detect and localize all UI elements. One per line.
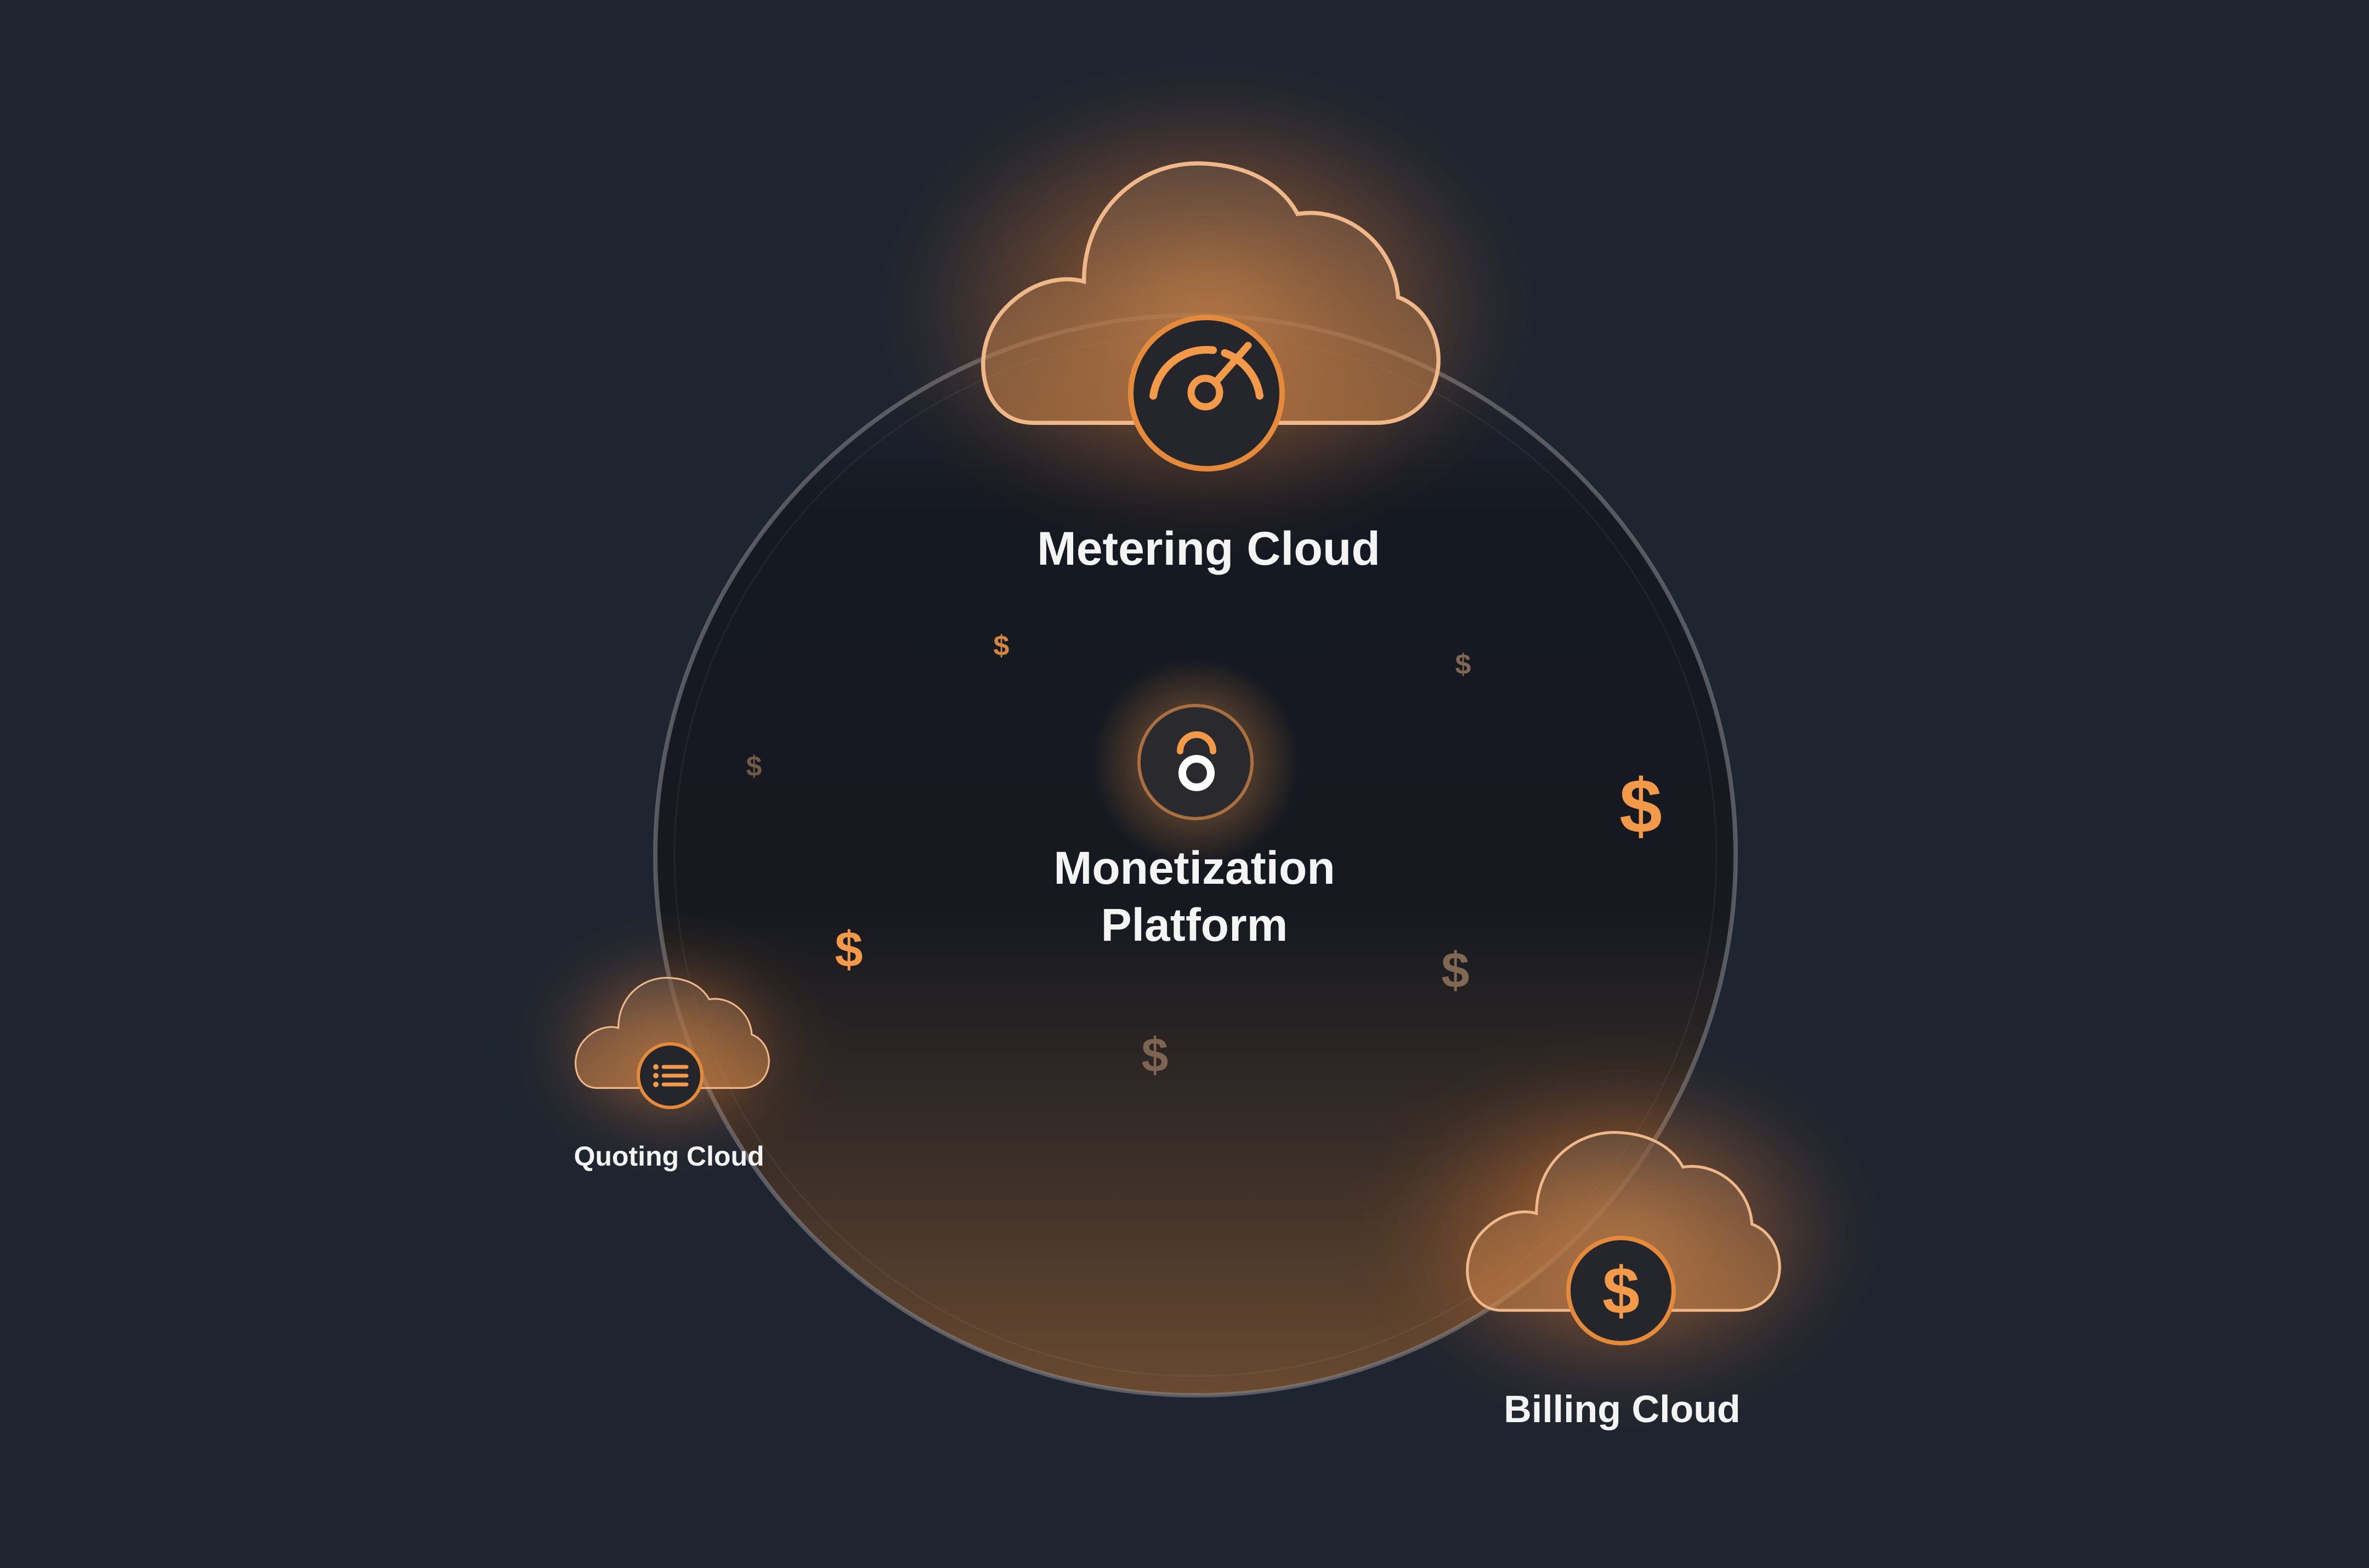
center-label-line1: Monetization	[1053, 842, 1335, 894]
quoting-cloud[interactable]: Quoting Cloud	[544, 953, 796, 1172]
monetization-platform-node: Monetization Platform	[1053, 658, 1335, 951]
monetization-platform-logo-icon	[1137, 704, 1254, 820]
dollar-symbol: $	[1619, 763, 1662, 849]
center-label-line2: Platform	[1101, 899, 1288, 951]
dollar-symbol: $	[1142, 1028, 1169, 1082]
speedometer-icon	[1128, 315, 1285, 471]
dollar-symbol: $	[1455, 649, 1471, 680]
dollar-symbol: $	[1441, 942, 1469, 998]
quoting-cloud-label: Quoting Cloud	[574, 1141, 764, 1172]
decorative-dollar-signs: $ $ $ $ $ $ $	[746, 630, 1662, 1082]
dollar-symbol: $	[835, 922, 863, 978]
dollar-symbol: $	[994, 630, 1010, 662]
metering-cloud-label: Metering Cloud	[1037, 522, 1380, 575]
metering-cloud[interactable]: Metering Cloud	[899, 88, 1514, 575]
dollar-icon: $	[1566, 1236, 1676, 1345]
billing-cloud-label: Billing Cloud	[1504, 1388, 1741, 1430]
svg-text:$: $	[1602, 1253, 1640, 1328]
billing-cloud[interactable]: $ Billing Cloud	[1385, 1069, 1857, 1430]
dollar-symbol: $	[746, 751, 762, 782]
list-icon	[637, 1042, 704, 1109]
